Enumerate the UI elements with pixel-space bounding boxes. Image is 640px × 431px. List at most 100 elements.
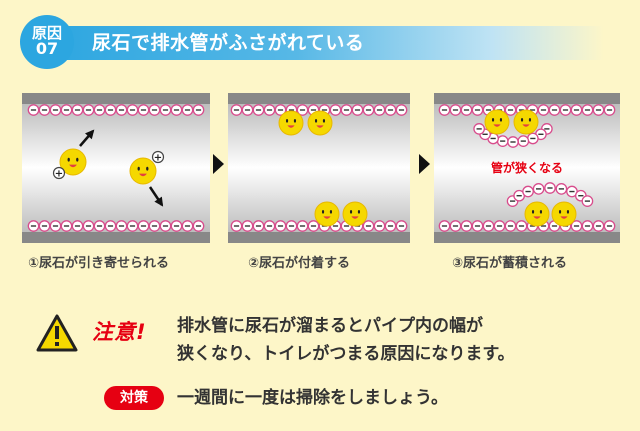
positive-charge: + xyxy=(52,166,66,180)
negative-ion xyxy=(49,104,62,116)
negative-ion xyxy=(527,132,539,145)
negative-ion xyxy=(307,220,320,232)
negative-ion xyxy=(603,220,616,232)
negative-ion xyxy=(137,104,150,116)
negative-ion xyxy=(60,104,73,116)
pipe-interior xyxy=(22,104,210,232)
negative-ion xyxy=(493,220,506,232)
negative-ion xyxy=(373,104,386,116)
negative-ion xyxy=(230,104,243,116)
caption-step-1: ①尿石が引き寄せられる xyxy=(28,256,170,271)
negative-ion xyxy=(555,183,568,195)
negative-ion xyxy=(274,220,287,232)
badge-number: 07 xyxy=(35,39,59,59)
pipe-wall-bottom xyxy=(22,232,210,243)
urolith-accumulated xyxy=(551,201,577,227)
negative-ion xyxy=(126,220,139,232)
negative-ion xyxy=(515,220,528,232)
negative-ion xyxy=(82,220,95,232)
negative-ion xyxy=(159,220,172,232)
plus-sign: + xyxy=(55,169,63,180)
title-bar xyxy=(44,26,604,60)
negative-ion xyxy=(38,220,51,232)
negative-ion xyxy=(471,220,484,232)
caption-step-3: ③尿石が蓄積される xyxy=(452,256,568,271)
negative-ion xyxy=(329,104,342,116)
negative-ion xyxy=(362,104,375,116)
negative-ion xyxy=(449,220,462,232)
negative-ion xyxy=(603,104,616,116)
negative-ion xyxy=(581,220,594,232)
step-arrow-1 xyxy=(213,154,224,174)
negative-ion xyxy=(93,220,106,232)
negative-ion xyxy=(496,135,509,147)
negative-ion xyxy=(192,104,205,116)
negative-ion xyxy=(504,104,517,116)
negative-ion xyxy=(148,104,161,116)
negative-ion xyxy=(170,220,183,232)
negative-ion xyxy=(471,104,484,116)
urolith-particle xyxy=(129,157,157,185)
negative-ion xyxy=(241,220,254,232)
warning-line-1: 排水管に尿石が溜まるとパイプ内の幅が xyxy=(177,316,483,336)
cause-badge: 原因 07 xyxy=(20,15,74,69)
negative-ion xyxy=(522,185,534,198)
negative-ion xyxy=(473,123,485,135)
positive-charge: + xyxy=(151,150,165,164)
negative-ion xyxy=(252,104,265,116)
negative-ion xyxy=(241,104,254,116)
negative-ion xyxy=(438,104,451,116)
negative-ion xyxy=(384,104,397,116)
negative-ion xyxy=(532,183,545,195)
urolith-attached xyxy=(342,201,368,227)
pipe-panel-1 xyxy=(22,93,210,243)
negative-ion xyxy=(104,104,117,116)
negative-ion xyxy=(482,220,495,232)
warning-icon xyxy=(36,314,78,352)
negative-ion xyxy=(460,220,473,232)
negative-ion xyxy=(449,104,462,116)
urolith-attached xyxy=(278,110,304,136)
negative-ion xyxy=(38,104,51,116)
negative-ion xyxy=(592,104,605,116)
measure-text: 一週間に一度は掃除をしましょう。 xyxy=(177,388,448,408)
negative-ion xyxy=(570,104,583,116)
pipe-wall-top xyxy=(434,93,620,104)
negative-ion xyxy=(285,220,298,232)
negative-ion xyxy=(544,182,556,194)
negative-ion xyxy=(181,104,194,116)
warning-line-2: 狭くなり、トイレがつまる原因になります。 xyxy=(177,344,515,364)
negative-ion xyxy=(517,135,530,147)
negative-ion xyxy=(592,220,605,232)
negative-ion xyxy=(60,220,73,232)
urolith-attached xyxy=(314,201,340,227)
negative-ion xyxy=(373,220,386,232)
negative-ion xyxy=(93,104,106,116)
negative-ion xyxy=(148,220,161,232)
negative-ion xyxy=(263,220,276,232)
pipe-wall-bottom xyxy=(434,232,620,243)
negative-ion xyxy=(71,220,84,232)
negative-ion xyxy=(362,220,375,232)
negative-ion xyxy=(395,104,408,116)
pipe-wall-bottom xyxy=(228,232,410,243)
urolith-attached xyxy=(307,110,333,136)
negative-ion xyxy=(460,104,473,116)
negative-ion xyxy=(340,104,353,116)
negative-ion xyxy=(504,220,517,232)
negative-ion xyxy=(192,220,205,232)
urolith-accumulated xyxy=(484,109,510,135)
negative-ion xyxy=(230,220,243,232)
badge-label: 原因 xyxy=(31,23,62,42)
attraction-arrow-up xyxy=(79,129,95,147)
negative-ion xyxy=(507,136,519,148)
negative-ion xyxy=(395,220,408,232)
negative-ion xyxy=(27,104,40,116)
negative-ion xyxy=(115,220,128,232)
negative-ion xyxy=(126,104,139,116)
negative-ion xyxy=(581,195,594,207)
negative-ion xyxy=(71,104,84,116)
negative-ion xyxy=(82,104,95,116)
warning-title: 注意! xyxy=(92,320,147,344)
